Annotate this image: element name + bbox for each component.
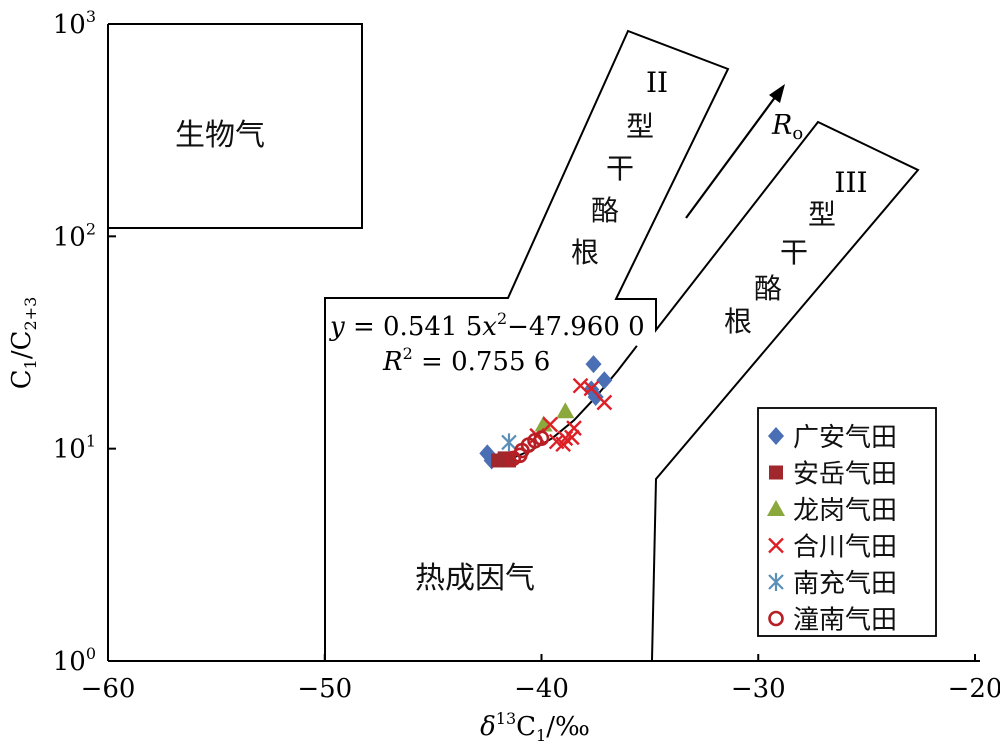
biogenic-gas-zone <box>108 23 363 229</box>
point-cross <box>542 416 559 433</box>
point-diamond <box>596 371 613 390</box>
type3-kerogen-char-4: 根 <box>724 305 752 338</box>
point-diamond <box>585 355 602 374</box>
data-points-layer <box>479 355 613 470</box>
point-cross <box>596 394 613 411</box>
y-tick-label: 101 <box>53 432 96 465</box>
point-diamond <box>587 388 604 407</box>
type2-kerogen-char-3: 酪 <box>591 194 619 227</box>
type2-kerogen-char-4: 根 <box>571 236 599 269</box>
x-axis-label: δ13C1/‰ <box>480 709 590 745</box>
legend-label: 合川气田 <box>793 533 897 563</box>
ro-label-sub: o <box>792 123 803 144</box>
type3-kerogen-char-2: 干 <box>780 236 808 269</box>
axes <box>107 24 980 662</box>
fit-r-squared: R2 = 0.755 6 <box>382 344 550 377</box>
legend-label: 广安气田 <box>793 423 897 453</box>
point-asterisk <box>501 433 517 452</box>
x-tick-label: −30 <box>731 674 786 704</box>
fit-equation: y = 0.541 5x2−47.960 0 <box>329 309 645 342</box>
legend-box <box>757 407 937 637</box>
maturity-arrowhead <box>769 84 785 103</box>
thermogenic-gas-zone <box>324 29 920 661</box>
legend-marker-circle <box>768 610 784 627</box>
type3-kerogen-char-1: 型 <box>808 198 836 231</box>
legend-label: 龙岗气田 <box>793 496 897 526</box>
x-tick-label: −50 <box>297 674 352 704</box>
type2-kerogen-roman: II <box>646 66 668 99</box>
type3-kerogen-roman: III <box>834 166 867 199</box>
point-cross <box>572 377 589 394</box>
type2-kerogen-char-2: 干 <box>606 152 634 185</box>
maturity-arrow-line <box>685 95 777 219</box>
point-cross <box>563 429 580 446</box>
y-tick-label: 102 <box>53 219 96 252</box>
point-cross <box>566 420 582 436</box>
ro-label: Ro <box>771 110 803 144</box>
point-circle <box>533 430 550 447</box>
x-tick-label: −60 <box>81 674 136 704</box>
legend-marker-triangle <box>767 500 785 516</box>
point-triangle <box>556 402 575 419</box>
y-axis-label: C1/C2+3 <box>7 297 40 390</box>
type3-kerogen-char-3: 酪 <box>754 272 782 305</box>
point-cross <box>583 380 600 397</box>
y-tick-label: 100 <box>53 644 96 677</box>
legend-marker-asterisk <box>768 573 784 591</box>
legend-marker-cross <box>768 537 784 554</box>
y-tick-label: 103 <box>53 7 96 40</box>
thermogenic-gas-label: 热成因气 <box>415 561 535 596</box>
tick-layer: −60 −50 −40 −30 −20 100 101 102 103 <box>53 7 1000 704</box>
legend-label: 潼南气田 <box>793 606 897 636</box>
legend-marker-square <box>769 465 783 480</box>
legend-label: 南充气田 <box>793 569 897 599</box>
x-tick-label: −40 <box>514 674 569 704</box>
x-tick-label: −20 <box>948 674 1000 704</box>
biogenic-gas-label: 生物气 <box>175 118 265 153</box>
legend-marker-diamond <box>768 427 784 445</box>
type2-kerogen-char-1: 型 <box>626 110 654 143</box>
legend-label: 安岳气田 <box>793 460 897 490</box>
